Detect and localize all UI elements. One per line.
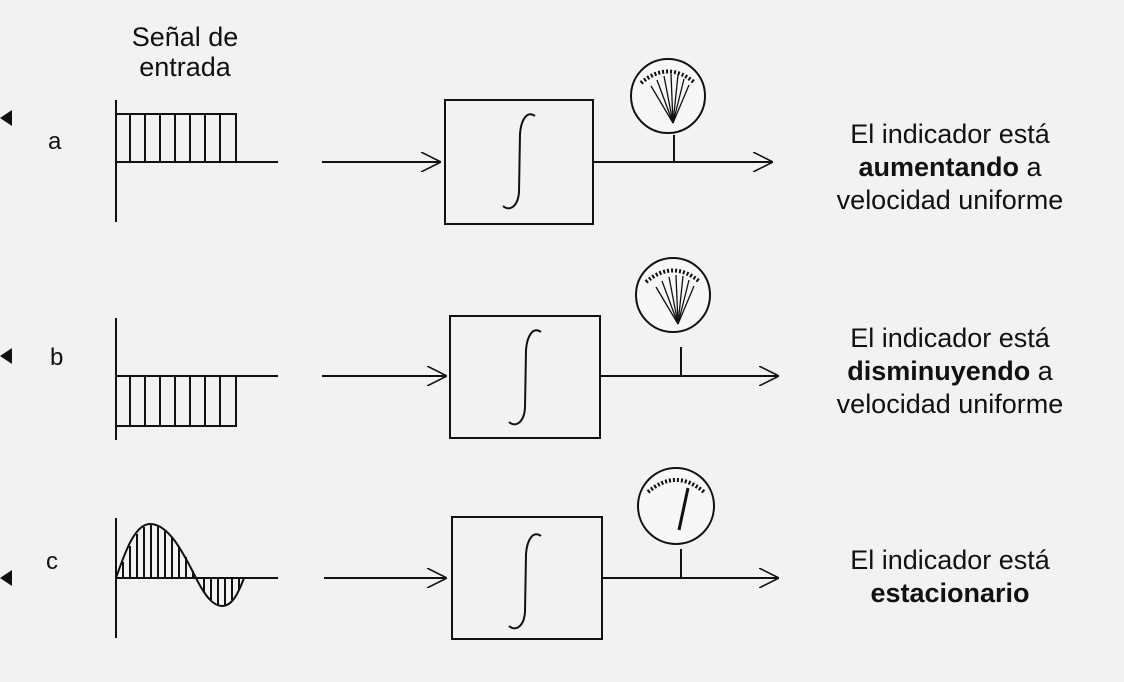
description-a-suffix: a bbox=[1018, 152, 1042, 182]
description-c-state: estacionario bbox=[870, 578, 1030, 608]
integral-icon bbox=[502, 113, 536, 210]
row-label-c: c bbox=[46, 548, 58, 575]
description-b-line-1: El indicador está bbox=[850, 323, 1050, 353]
edge-arrow-c bbox=[0, 570, 12, 586]
row-label-a: a bbox=[48, 128, 62, 155]
description-b: El indicador está disminuyendo a velocid… bbox=[800, 322, 1100, 421]
description-c-line-1: El indicador está bbox=[850, 545, 1050, 575]
description-a-state: aumentando bbox=[858, 152, 1019, 182]
header-line-1: Señal de bbox=[131, 22, 239, 52]
header-line-2: entrada bbox=[139, 52, 231, 82]
description-a-line-3: velocidad uniforme bbox=[836, 185, 1064, 215]
input-signal-b bbox=[115, 318, 278, 440]
gauge-icon bbox=[637, 467, 715, 545]
integrator-box-c bbox=[451, 516, 603, 640]
integral-icon bbox=[508, 533, 542, 630]
edge-arrow-a bbox=[0, 110, 12, 126]
input-signal-header: Señal de entrada bbox=[100, 22, 270, 82]
integral-icon bbox=[508, 329, 542, 426]
description-b-line-3: velocidad uniforme bbox=[836, 389, 1064, 419]
input-signal-c bbox=[115, 518, 278, 638]
description-b-state: disminuyendo bbox=[847, 356, 1031, 386]
gauge-icon bbox=[630, 58, 706, 134]
row-label-b: b bbox=[50, 344, 64, 371]
description-b-suffix: a bbox=[1030, 356, 1053, 386]
edge-arrow-b bbox=[0, 348, 12, 364]
description-a: El indicador está aumentando a velocidad… bbox=[800, 118, 1100, 217]
description-c: El indicador está estacionario bbox=[800, 544, 1100, 610]
description-a-line-1: El indicador está bbox=[850, 119, 1050, 149]
gauge-icon bbox=[635, 257, 711, 333]
input-signal-a bbox=[115, 100, 278, 222]
